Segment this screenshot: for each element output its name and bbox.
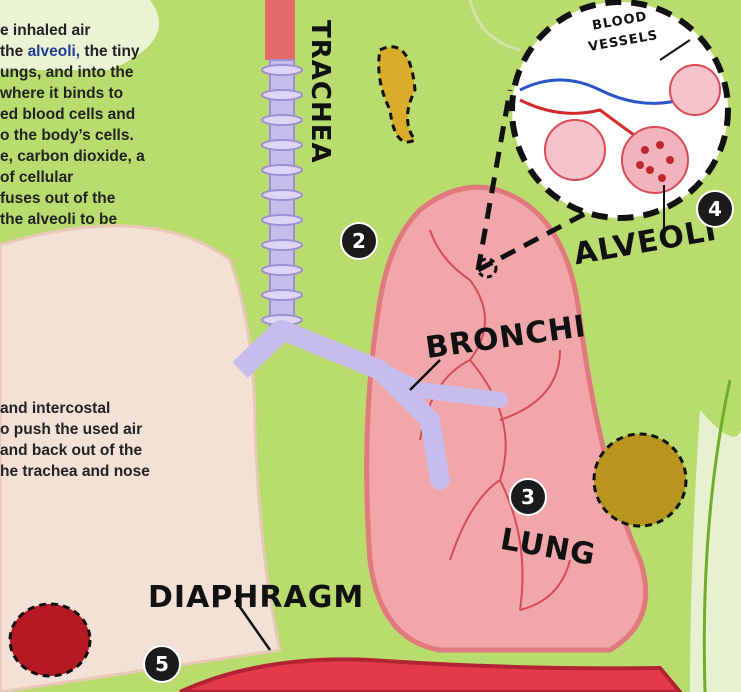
- para-line: where it binds to: [0, 83, 145, 104]
- para-line-tail: the tiny: [80, 43, 139, 60]
- description-paragraph-2: and intercostal o push the used air and …: [0, 398, 150, 482]
- description-paragraph: e inhaled air the alveoli, the tiny ungs…: [0, 20, 145, 230]
- diaphragm-shape: [180, 659, 680, 692]
- para-line-lead: the: [0, 43, 28, 60]
- para-line: fuses out of the: [0, 188, 145, 209]
- right-panel: [690, 410, 741, 692]
- lung-photo: [594, 434, 686, 526]
- para-line: o push the used air: [0, 419, 150, 440]
- para-line: of cellular: [0, 167, 145, 188]
- para-line: the alveoli, the tiny: [0, 41, 145, 62]
- para-line: he trachea and nose: [0, 461, 150, 482]
- alveoli-term: alveoli,: [28, 43, 81, 60]
- para-line: and intercostal: [0, 398, 150, 419]
- step-5-badge: 5: [143, 645, 181, 683]
- decor-curve: [470, 0, 520, 50]
- para-line: the alveoli to be: [0, 209, 145, 230]
- diaphragm-photo: [10, 604, 90, 676]
- step-3-badge: 3: [509, 478, 547, 516]
- diaphragm-label: DIAPHRAGM: [148, 580, 364, 615]
- para-line: ed blood cells and: [0, 104, 145, 125]
- para-line: ungs, and into the: [0, 62, 145, 83]
- para-line: e inhaled air: [0, 20, 145, 41]
- trachea-label: TRACHEA: [305, 20, 335, 164]
- para-line: and back out of the: [0, 440, 150, 461]
- para-line: e, carbon dioxide, a: [0, 146, 145, 167]
- step-4-badge: 4: [696, 190, 734, 228]
- step-2-badge: 2: [340, 222, 378, 260]
- trachea-photo: [379, 47, 415, 142]
- para-line: o the body’s cells.: [0, 125, 145, 146]
